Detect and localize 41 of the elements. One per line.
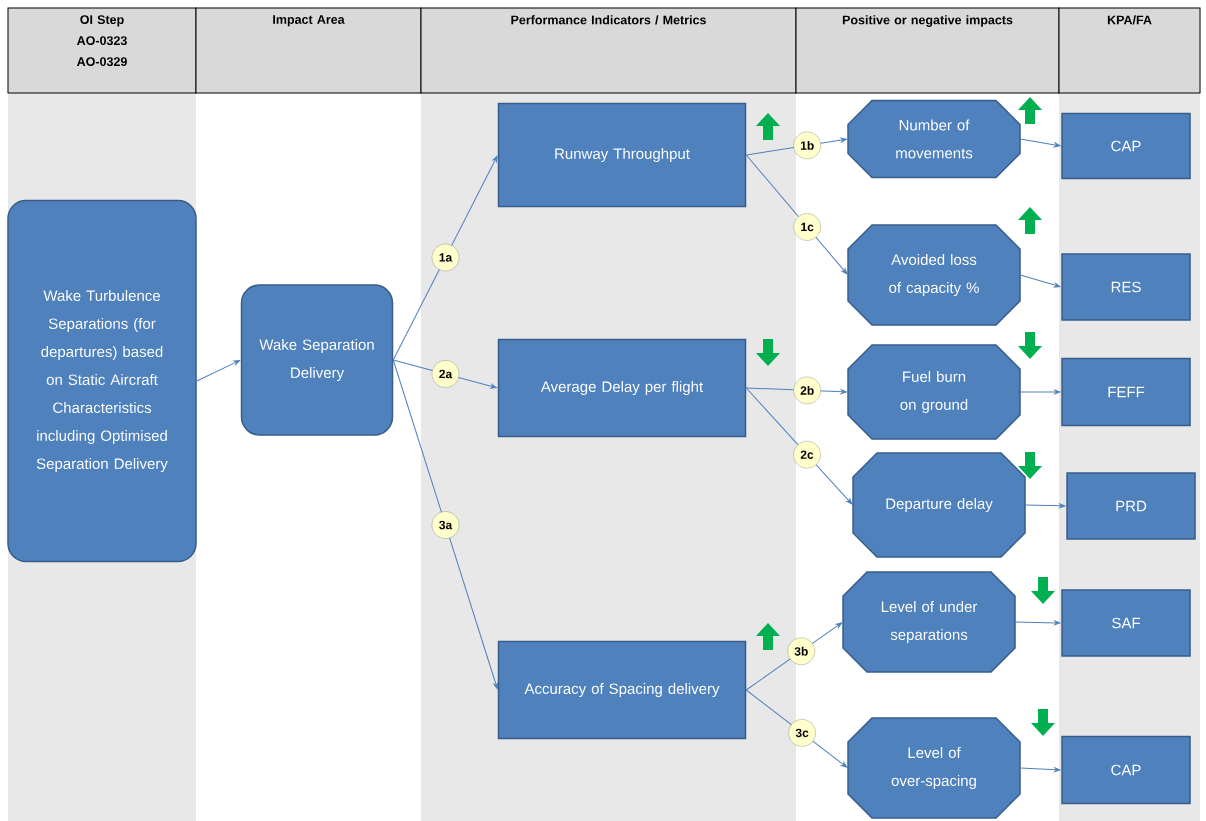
edge-label: 2b <box>793 376 821 405</box>
header-cell: KPA/FA <box>1058 7 1201 94</box>
arrow <box>745 689 848 768</box>
octagon-box: Level of under separations <box>842 571 1016 673</box>
edge-label: 3a <box>431 511 460 539</box>
arrow <box>392 359 499 690</box>
arrow <box>1019 274 1061 288</box>
rounded-box: Wake Turbulence Separations (for departures) based on Static Aircraft Characteristics including Optimised Separation Delivery <box>7 199 197 563</box>
edge-label: 1a <box>431 243 460 272</box>
edge-label: 2a <box>431 360 460 388</box>
arrow <box>1024 503 1066 509</box>
arrow <box>1019 138 1061 148</box>
arrow <box>392 155 498 361</box>
edge-label: 3c <box>788 719 816 747</box>
process-box: Average Delay per flight <box>497 338 747 438</box>
octagon-box: Fuel burn on ground <box>847 344 1021 440</box>
octagon-box: Avoided loss of capacity % <box>847 224 1021 326</box>
octagon-box: Departure delay <box>852 452 1026 558</box>
arrow <box>1019 767 1061 773</box>
edge-label: 1b <box>793 131 821 160</box>
process-box: FEFF <box>1061 357 1191 427</box>
arrow <box>1019 389 1061 395</box>
header-cell: Impact Area <box>195 7 422 94</box>
edge-label: 2c <box>793 441 821 469</box>
octagon-box: Number of movements <box>847 99 1021 179</box>
process-box: SAF <box>1061 589 1191 657</box>
process-box: RES <box>1061 253 1191 321</box>
edge-label: 3b <box>787 637 815 665</box>
process-box: CAP <box>1061 735 1191 805</box>
octagon-box: Level of over-spacing <box>847 717 1021 819</box>
edge-label: 1c <box>793 213 821 241</box>
arrow <box>196 360 240 382</box>
header-cell: Performance Indicators / Metrics <box>420 7 797 94</box>
process-box: Accuracy of Spacing delivery <box>497 640 747 740</box>
arrow <box>1014 620 1061 626</box>
process-box: PRD <box>1066 472 1196 540</box>
header-cell: Positive or negative impacts <box>795 7 1060 94</box>
process-box: CAP <box>1061 112 1191 180</box>
rounded-box: Wake Separation Delivery <box>240 284 394 436</box>
process-box: Runway Throughput <box>497 102 747 208</box>
header-cell: OI Step AO-0323 AO-0329 <box>7 7 197 94</box>
